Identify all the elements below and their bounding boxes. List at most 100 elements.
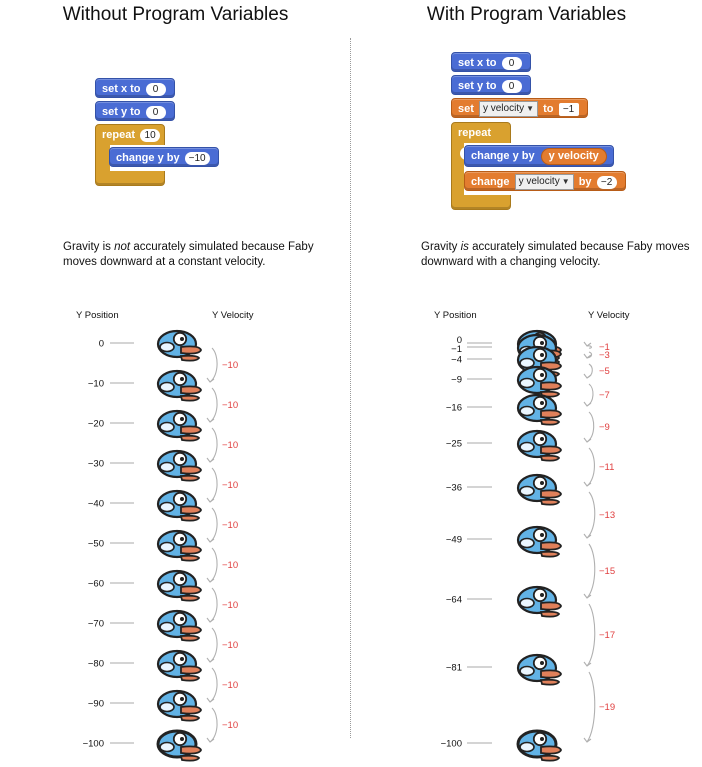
faby-bird-icon — [516, 729, 562, 762]
left-y-position-header: Y Position — [76, 310, 119, 321]
set-variable-block[interactable]: set y velocity▼ to −1 — [451, 98, 588, 118]
change-y-block[interactable]: change y by y velocity — [464, 145, 614, 167]
faby-bird-icon — [516, 393, 562, 426]
dropdown-arrow-icon: ▼ — [561, 177, 570, 187]
set-x-label: set x to — [102, 83, 141, 96]
repeat-label: repeat — [458, 127, 492, 139]
faby-bird-icon — [156, 729, 202, 762]
faby-bird-icon — [156, 529, 202, 562]
faby-bird-icon — [156, 609, 202, 642]
right-velocity-label: −13 — [599, 510, 615, 521]
repeat-count[interactable]: 10 — [140, 128, 161, 142]
variable-name: y velocity — [482, 103, 525, 115]
faby-bird-icon — [156, 449, 202, 482]
bird-pupil — [540, 481, 544, 485]
right-velocity-label: −1 — [599, 342, 610, 353]
faby-bird-icon — [156, 649, 202, 682]
change-y-label: change y by — [116, 152, 180, 165]
bird-wing — [159, 421, 175, 433]
bird-beak — [540, 489, 562, 499]
left-velocity-label: −10 — [222, 360, 238, 371]
right-velocity-label: −3 — [599, 350, 610, 361]
curved-arrow-icon — [586, 345, 592, 349]
arrow-head-icon — [206, 457, 215, 463]
variable-reporter[interactable]: y velocity — [540, 147, 607, 165]
set-x-block[interactable]: set x to 0 — [451, 52, 531, 72]
faby-bird-icon — [156, 569, 202, 602]
curved-arrow-icon — [209, 387, 218, 423]
bird-beak — [179, 554, 201, 562]
set-y-label: set y to — [102, 106, 141, 119]
set-x-value[interactable]: 0 — [145, 82, 166, 96]
left-title: Without Program Variables — [62, 4, 289, 25]
right-position-label: −49 — [446, 535, 462, 546]
set-var-value[interactable]: −1 — [558, 102, 579, 116]
right-velocity-label: −15 — [599, 566, 615, 577]
arrow-head-icon — [206, 537, 215, 543]
curved-arrow-icon — [209, 707, 218, 743]
right-position-label: −100 — [441, 739, 462, 750]
bird-beak — [540, 745, 562, 755]
arrow-head-icon — [206, 577, 215, 583]
left-velocity-label: −10 — [222, 680, 238, 691]
variable-dropdown[interactable]: y velocity▼ — [478, 101, 539, 118]
caption-text: accurately simulated because Faby moves … — [63, 241, 314, 268]
right-velocity-label: −11 — [599, 462, 614, 473]
left-position-label: −50 — [88, 539, 104, 550]
bird-pupil — [540, 353, 544, 357]
arrow-head-icon — [583, 401, 592, 407]
set-y-block[interactable]: set y to 0 — [95, 101, 175, 121]
change-y-block[interactable]: change y by −10 — [109, 147, 219, 167]
set-y-block[interactable]: set y to 0 — [451, 75, 531, 95]
faby-bird-icon — [516, 653, 562, 686]
bird-beak — [180, 705, 202, 715]
arrow-head-icon — [206, 737, 215, 743]
arrow-head-icon — [206, 377, 215, 383]
change-var-by-label: by — [578, 176, 592, 189]
bird-beak — [540, 409, 562, 419]
change-var-value[interactable]: −2 — [596, 175, 617, 189]
bird-beak — [540, 381, 562, 391]
set-x-value[interactable]: 0 — [501, 56, 522, 70]
curved-arrow-icon — [586, 491, 596, 539]
left-position-label: −20 — [88, 419, 104, 430]
set-y-value[interactable]: 0 — [145, 105, 166, 119]
set-x-label: set x to — [458, 57, 497, 70]
left-caption: Gravity is not accurately simulated beca… — [63, 240, 333, 270]
faby-bird-icon — [156, 369, 202, 402]
right-title: With Program Variables — [426, 4, 627, 25]
arrow-head-icon — [583, 341, 592, 347]
arrow-head-icon — [583, 593, 592, 599]
set-y-value[interactable]: 0 — [501, 79, 522, 93]
bird-pupil — [180, 497, 184, 501]
bird-beak — [179, 634, 201, 642]
bird-beak — [539, 610, 561, 618]
bird-beak — [179, 754, 201, 762]
dropdown-arrow-icon: ▼ — [526, 104, 535, 114]
curved-arrow-icon — [209, 507, 218, 543]
left-velocity-label: −10 — [222, 600, 238, 611]
bird-pupil — [540, 661, 544, 665]
change-y-value[interactable]: −10 — [184, 151, 210, 165]
bird-pupil — [540, 533, 544, 537]
bird-pupil — [180, 577, 184, 581]
left-velocity-label: −10 — [222, 400, 238, 411]
variable-name: y velocity — [518, 176, 560, 188]
bird-beak — [539, 418, 561, 426]
left-velocity-label: −10 — [222, 720, 238, 731]
bird-beak — [180, 505, 202, 515]
variable-dropdown[interactable]: y velocity▼ — [514, 174, 574, 191]
bird-wing — [519, 597, 535, 609]
arrow-head-icon — [206, 497, 215, 503]
bird-wing — [519, 665, 535, 677]
set-x-block[interactable]: set x to 0 — [95, 78, 175, 98]
bird-wing — [159, 341, 175, 353]
bird-beak — [180, 425, 202, 435]
right-position-label: −1 — [451, 344, 462, 355]
change-variable-block[interactable]: change y velocity▼ by −2 — [464, 171, 626, 191]
faby-bird-icon — [156, 689, 202, 722]
left-velocity-label: −10 — [222, 440, 238, 451]
left-position-label: −40 — [88, 499, 104, 510]
left-velocity-label: −10 — [222, 520, 238, 531]
bird-pupil — [540, 593, 544, 597]
